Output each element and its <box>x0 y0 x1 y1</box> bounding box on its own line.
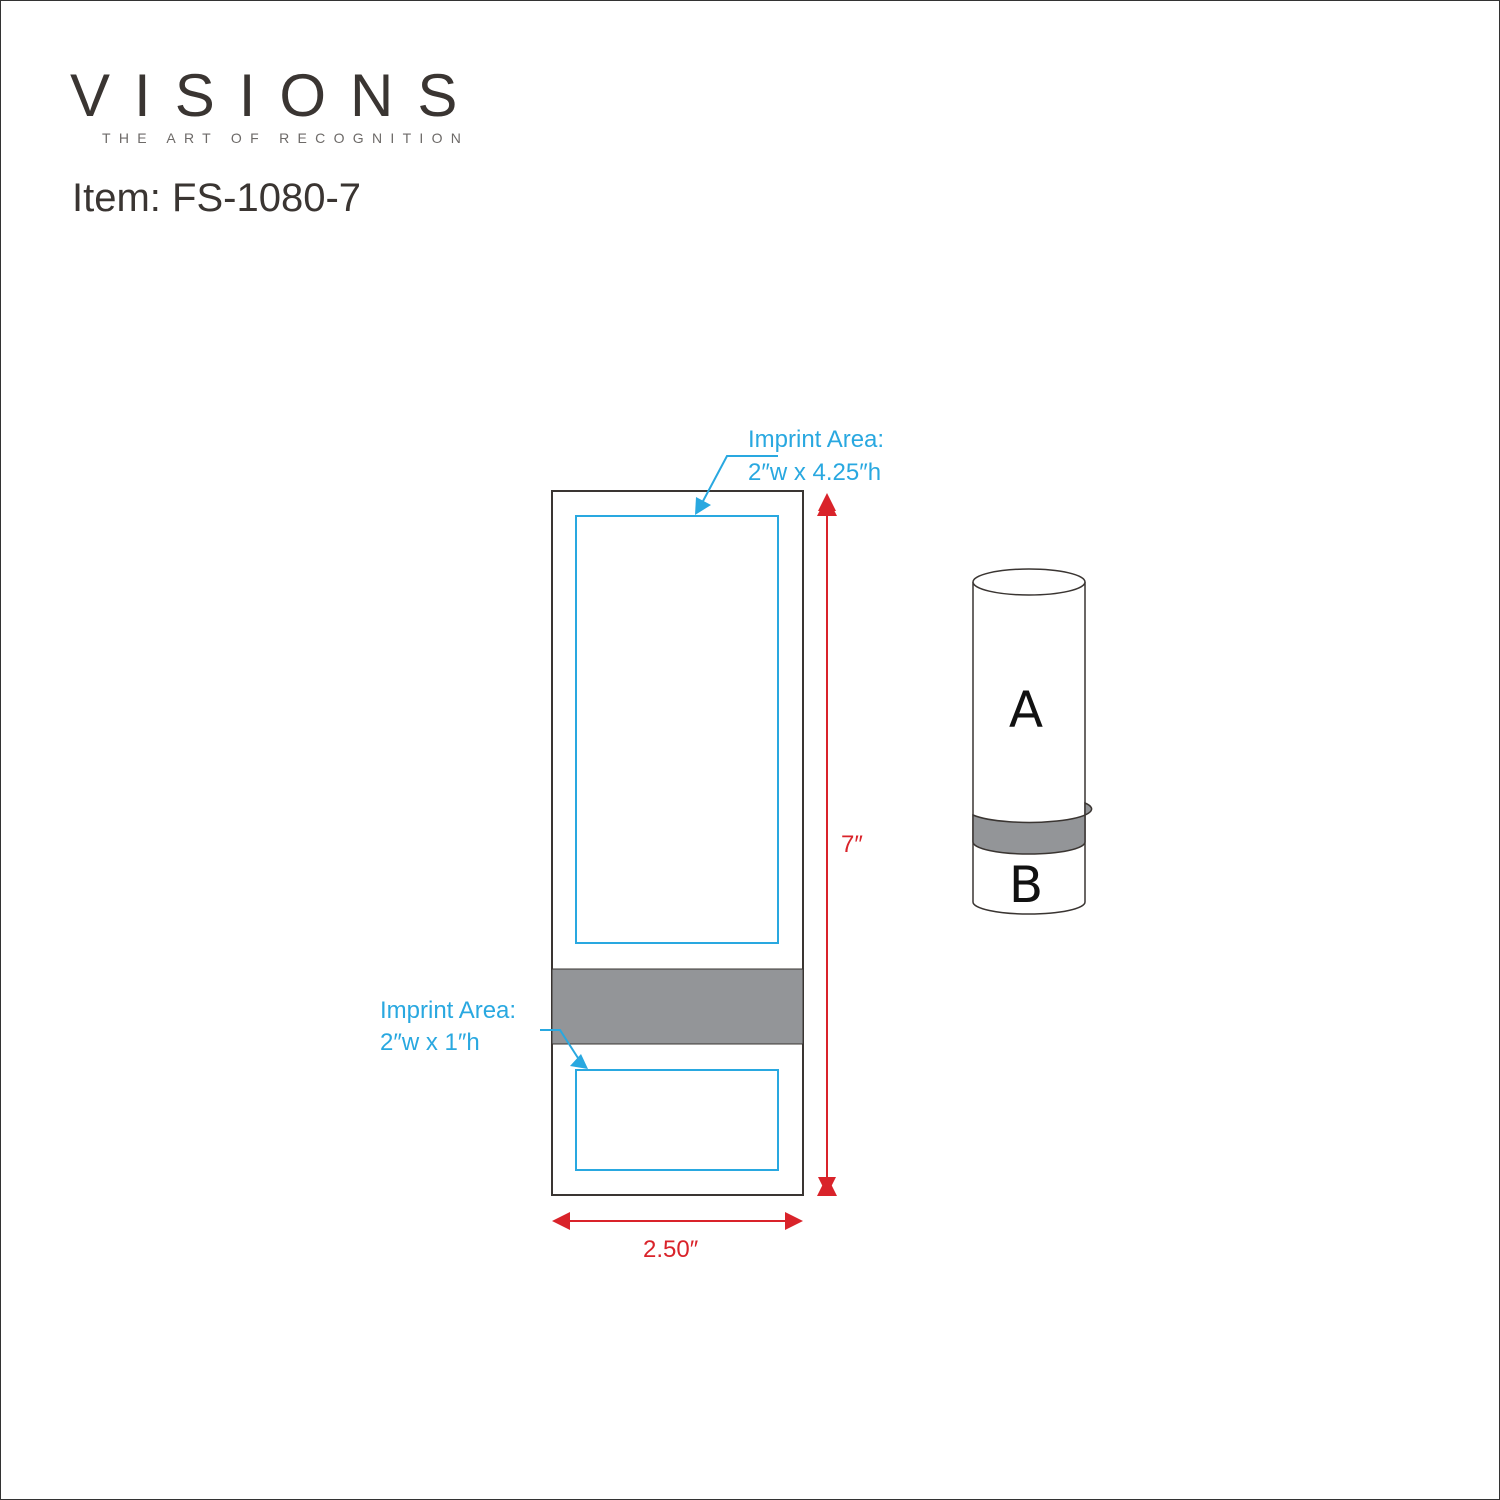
cylinder-label-a: A <box>1009 681 1043 739</box>
bottom-callout-line2: 2″w x 1″h <box>380 1029 480 1056</box>
bottom-callout-leader <box>540 1029 579 1059</box>
top-imprint-area <box>575 515 779 944</box>
top-callout-line2: 2″w x 4.25″h <box>748 459 881 486</box>
bottom-imprint-area <box>575 1069 779 1171</box>
arrowhead-icon <box>818 1177 836 1195</box>
arrowhead-icon <box>570 1054 588 1069</box>
item-title: Item: FS-1080-7 <box>72 176 362 220</box>
top-callout-line1: Imprint Area: <box>748 426 884 453</box>
width-label: 2.50″ <box>643 1236 699 1263</box>
arrowhead-icon <box>818 493 836 511</box>
cylinder-label-b: B <box>1009 856 1043 914</box>
visions-logo: VISIONS <box>70 62 482 129</box>
product-outline <box>551 490 804 1196</box>
bottom-callout-line1: Imprint Area: <box>380 997 516 1024</box>
top-callout-leader <box>701 455 778 504</box>
arrowhead-icon <box>785 1212 803 1230</box>
cylinder-band <box>972 801 1093 855</box>
arrowhead-icon <box>695 497 711 515</box>
cylinder-illustration: A B <box>972 568 1093 915</box>
logo-tagline: THE ART OF RECOGNITION <box>102 130 470 146</box>
gray-band <box>551 968 804 1045</box>
arrowhead-icon <box>552 1212 570 1230</box>
height-label: 7″ <box>841 831 863 858</box>
